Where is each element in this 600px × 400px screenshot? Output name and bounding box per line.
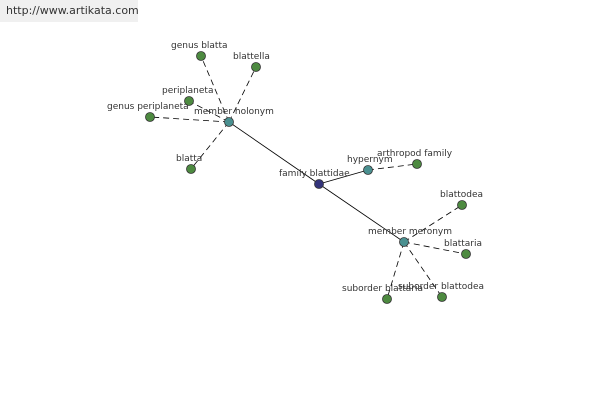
leaf-label: genus periplaneta [107, 102, 189, 112]
center-label: family blattidae [279, 169, 350, 179]
nodes [145, 51, 471, 304]
leaf-node[interactable] [412, 159, 422, 169]
edge-member-holonym [228, 121, 320, 185]
edge-leaf-2 [188, 100, 230, 123]
edges [149, 55, 467, 300]
leaf-node[interactable] [184, 96, 194, 106]
leaf-label: genus blatta [171, 41, 228, 51]
hub-label-member-meronym: member meronym [368, 227, 452, 237]
labels: genus blatta blattella periplaneta genus pe… [107, 41, 484, 294]
leaf-node[interactable] [186, 164, 196, 174]
watermark-url: http://www.artikata.com [0, 0, 139, 22]
leaf-node[interactable] [251, 62, 261, 72]
edge-member-meronym [318, 183, 405, 243]
leaf-node[interactable] [145, 112, 155, 122]
edge-leaf-7 [403, 241, 467, 255]
edge-leaf-3 [149, 116, 230, 123]
leaf-node[interactable] [196, 51, 206, 61]
hub-node-member-holonym[interactable] [224, 117, 234, 127]
hub-node-member-meronym[interactable] [399, 237, 409, 247]
leaf-node[interactable] [461, 249, 471, 259]
edge-leaf-6 [403, 204, 463, 243]
leaf-label: suborder blattodea [398, 282, 484, 292]
leaf-node[interactable] [457, 200, 467, 210]
edge-leaf-1 [228, 66, 257, 123]
leaf-label: blattella [233, 52, 270, 62]
hub-label-hypernym: hypernym [347, 155, 393, 165]
leaf-node[interactable] [382, 294, 392, 304]
edge-leaf-9 [403, 241, 443, 298]
edge-leaf-4 [190, 121, 230, 170]
leaf-label: periplaneta [162, 86, 213, 96]
leaf-label: blatta [176, 154, 202, 164]
leaf-label: blattaria [444, 239, 482, 249]
edge-hypernym [318, 169, 369, 185]
hub-label-member-holonym: member holonym [194, 107, 274, 117]
hub-node-hypernym[interactable] [363, 165, 373, 175]
leaf-label: blattodea [440, 190, 483, 200]
leaf-node[interactable] [437, 292, 447, 302]
leaf-label: arthropod family [377, 149, 453, 159]
leaf-label: suborder blattaria [342, 284, 423, 294]
edge-leaf-5 [367, 163, 418, 171]
center-node[interactable] [314, 179, 324, 189]
edge-leaf-0 [200, 55, 230, 123]
